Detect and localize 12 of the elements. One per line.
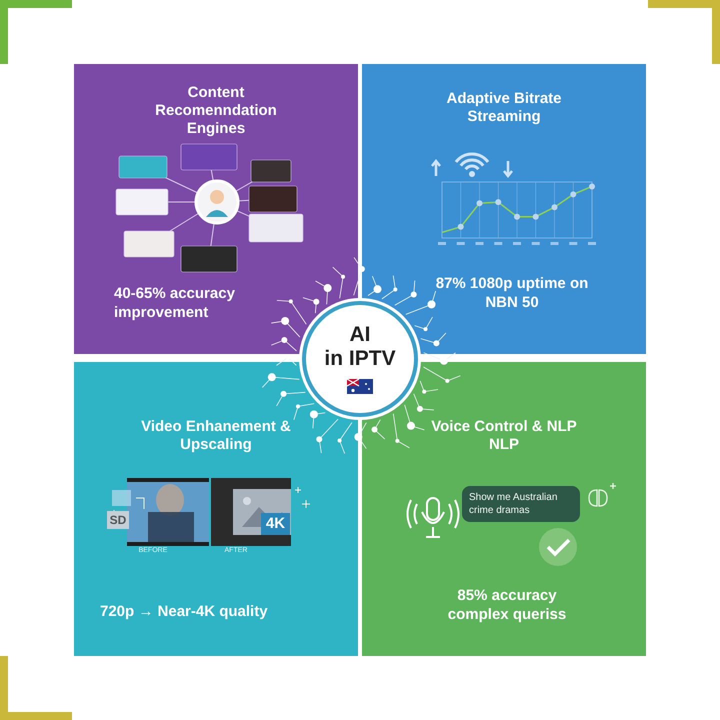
resolution-badge: SD <box>107 511 129 529</box>
panel-heading: Video Enhanement & Upscaling <box>140 418 292 454</box>
statistic-text: 85% accuracy complex queriss <box>446 586 568 624</box>
panel-heading: Adaptive Bitrate Streaming <box>445 90 563 126</box>
statistic-text: 40-65% accuracy improvement <box>114 284 236 322</box>
resolution-badge: 4K <box>261 513 290 535</box>
statistic-text: 720p → Near-4K quality <box>100 602 269 621</box>
speech-bubble: Show me Australian crime dramas <box>462 486 580 522</box>
panel-heading: Content Recomenndation Engines <box>154 84 278 138</box>
center-title: AI in IPTV <box>323 323 397 371</box>
panel-heading: Voice Control & NLP NLP <box>430 418 578 454</box>
statistic-text: 87% 1080p uptime on NBN 50 <box>434 274 590 312</box>
